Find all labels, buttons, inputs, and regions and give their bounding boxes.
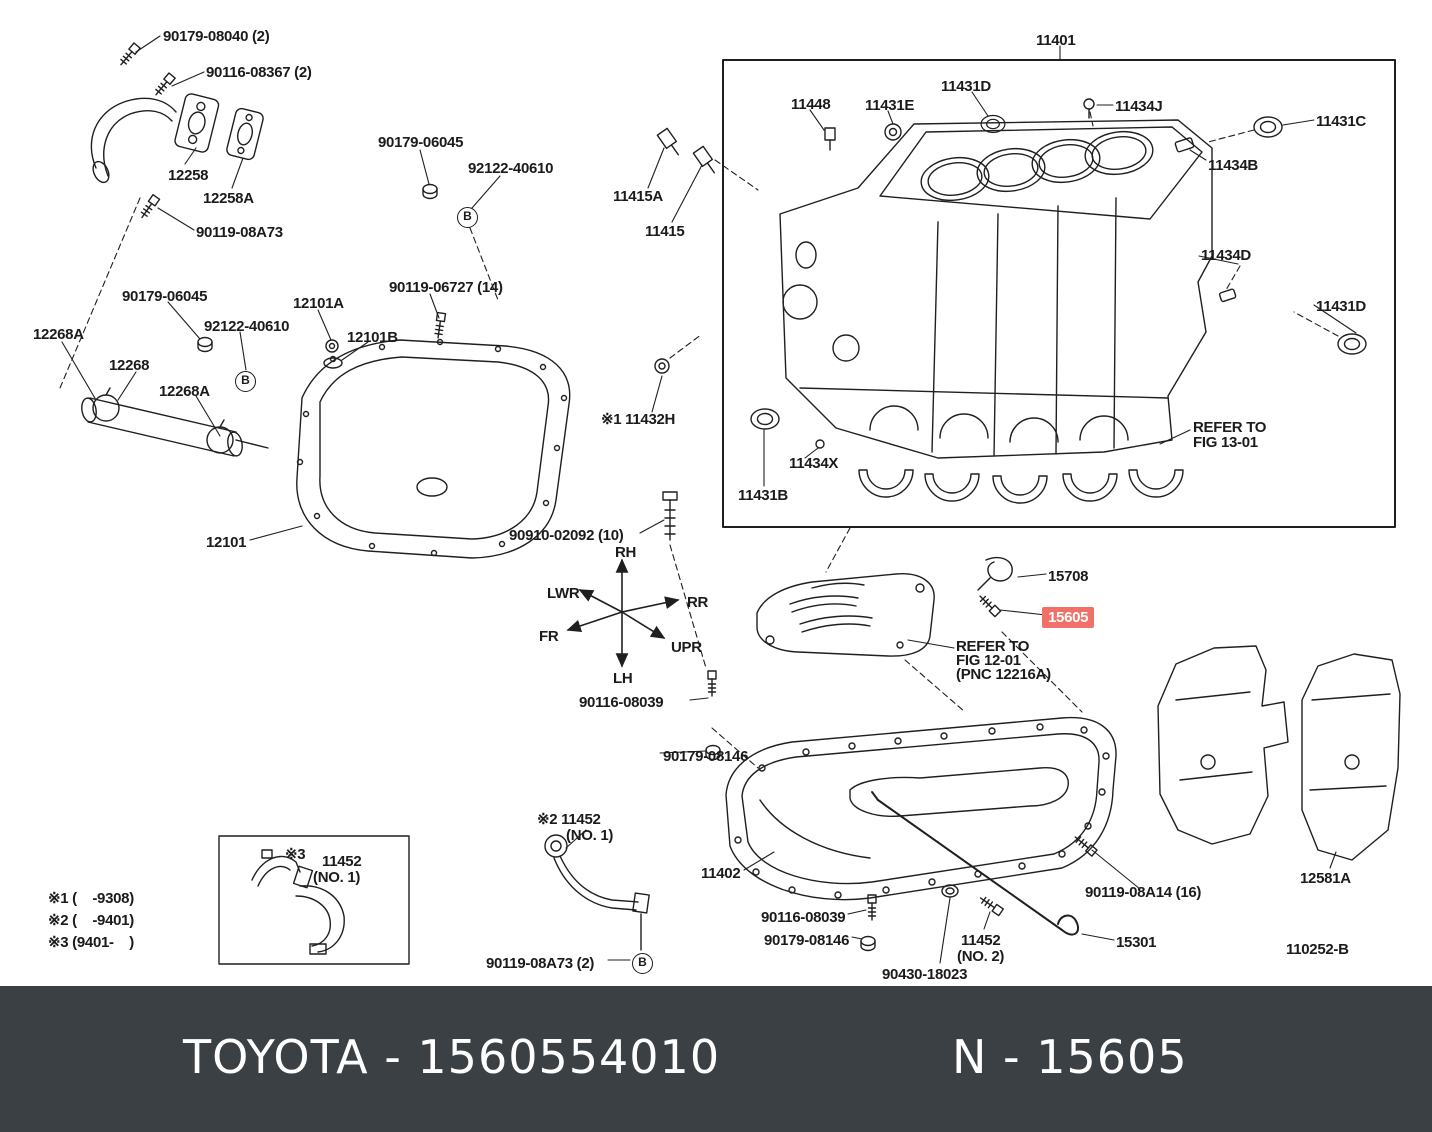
leader-lines [61,35,1357,964]
bearing-shells [858,469,1184,504]
bypass-pipe-12258 [90,93,264,184]
part-label-11452[interactable]: 11452 [322,853,362,870]
fasteners [117,42,1367,952]
note-110252-B: 110252-B [1286,941,1349,958]
note-FIG-13-01: FIG 13-01 [1193,434,1258,451]
baffle-plate [756,573,935,657]
part-label-15708[interactable]: 15708 [1048,568,1089,585]
part-label-12581A[interactable]: 12581A [1300,870,1351,887]
callout-bubble-B: B [235,371,256,392]
cylinder-block [779,119,1213,459]
callout-bubble-B: B [457,207,478,228]
note-REFER-TO: REFER TO [956,638,1030,655]
note-※1--9308: ※1 ( -9308) [48,890,134,907]
labels-layer: 90179-08040 (2) 90116-08367 (2) 12258 12258… [33,28,1366,983]
note-※2--9401: ※2 ( -9401) [48,912,134,929]
direction-compass [566,558,680,668]
note-UPR: UPR [671,639,702,656]
part-label-11415A[interactable]: 11415A [613,188,663,205]
part-label-90179-06045[interactable]: 90179-06045 [122,288,208,305]
part-label-※2-11452[interactable]: ※2 11452 [537,811,601,828]
insulator-12581a [1157,645,1401,861]
bracket-11452-no1 [544,834,650,951]
note-FR: FR [539,628,559,645]
clamp-15708 [977,556,1013,591]
hose-12268 [81,387,269,457]
note-NO-2: (NO. 2) [957,948,1005,965]
part-label-11431E[interactable]: 11431E [865,97,915,114]
part-label-11431C[interactable]: 11431C [1316,113,1366,130]
part-label-90116-08039[interactable]: 90116-08039 [761,909,846,926]
note-RH: RH [615,544,637,561]
part-label-12258[interactable]: 12258 [168,167,209,184]
part-label-12268A[interactable]: 12268A [33,326,84,343]
part-label-90179-08040-2[interactable]: 90179-08040 (2) [163,28,270,45]
note-REFER-TO: REFER TO [1193,419,1267,436]
part-label-11431D[interactable]: 11431D [1316,298,1366,315]
note-NO-1: (NO. 1) [566,827,614,844]
note-PNC-12216A: (PNC 12216A) [956,666,1051,683]
part-label-90910-02092-10[interactable]: 90910-02092 (10) [509,527,624,544]
oil-pan-11402 [725,716,1117,901]
banner-brand-part-number: TOYOTA - 1560554010 [183,1030,721,1084]
part-label-90116-08039[interactable]: 90116-08039 [579,694,664,711]
part-label-11434B[interactable]: 11434B [1208,157,1258,174]
bracket-box-11452 [218,835,410,965]
dashed-lines [59,111,1339,769]
part-label-11402[interactable]: 11402 [701,865,741,882]
part-label-11434J[interactable]: 11434J [1115,98,1163,115]
part-label-15605[interactable]: 15605 [1042,607,1095,629]
part-label-90119-06727-14[interactable]: 90119-06727 (14) [389,279,503,296]
note-LH: LH [613,670,633,687]
note-FIG-12-01: FIG 12-01 [956,652,1021,669]
note-※3-9401: ※3 (9401- ) [48,934,134,951]
part-label-11415[interactable]: 11415 [645,223,685,240]
part-label-12101[interactable]: 12101 [206,534,247,551]
part-label-11452[interactable]: 11452 [961,932,1001,949]
note-LWR: LWR [547,585,580,602]
part-label-90119-08A73-2[interactable]: 90119-08A73 (2) [486,955,595,972]
part-label-90430-18023[interactable]: 90430-18023 [882,966,968,983]
part-label-11431B[interactable]: 11431B [738,487,788,504]
part-label-90119-08A14-16[interactable]: 90119-08A14 (16) [1085,884,1202,901]
part-label-11434X[interactable]: 11434X [789,455,839,472]
banner-pnc-code: N - 15605 [952,1030,1188,1084]
part-label-90179-08146[interactable]: 90179-08146 [663,748,749,765]
part-label-11448[interactable]: 11448 [791,96,831,113]
part-label-90179-06045[interactable]: 90179-06045 [378,134,464,151]
part-label-90179-08146[interactable]: 90179-08146 [764,932,850,949]
note-※3: ※3 [285,846,306,863]
part-label-12268A[interactable]: 12268A [159,383,210,400]
note-NO-1: (NO. 1) [313,869,361,886]
part-label-11401[interactable]: 11401 [1036,32,1076,49]
note-RR: RR [687,594,709,611]
part-number-banner: TOYOTA - 1560554010 N - 15605 [0,986,1432,1132]
part-label-92122-40610[interactable]: 92122-40610 [204,318,290,335]
part-label-11431D[interactable]: 11431D [941,78,991,95]
block-frame [722,59,1396,528]
part-label-92122-40610[interactable]: 92122-40610 [468,160,554,177]
part-label-11434D[interactable]: 11434D [1201,247,1251,264]
parts-diagram-art [59,35,1401,965]
oil-pan-12101 [296,338,571,559]
part-label-12101A[interactable]: 12101A [293,295,344,312]
dipstick-15301 [871,791,1080,936]
part-label-90119-08A73[interactable]: 90119-08A73 [196,224,283,241]
part-label-12268[interactable]: 12268 [109,357,150,374]
part-label-12258A[interactable]: 12258A [203,190,254,207]
part-label-※1-11432H[interactable]: ※1 11432H [601,411,676,428]
callout-bubble-B: B [632,953,653,974]
part-label-15301[interactable]: 15301 [1116,934,1157,951]
part-label-12101B[interactable]: 12101B [347,329,398,346]
part-label-90116-08367-2[interactable]: 90116-08367 (2) [206,64,312,81]
